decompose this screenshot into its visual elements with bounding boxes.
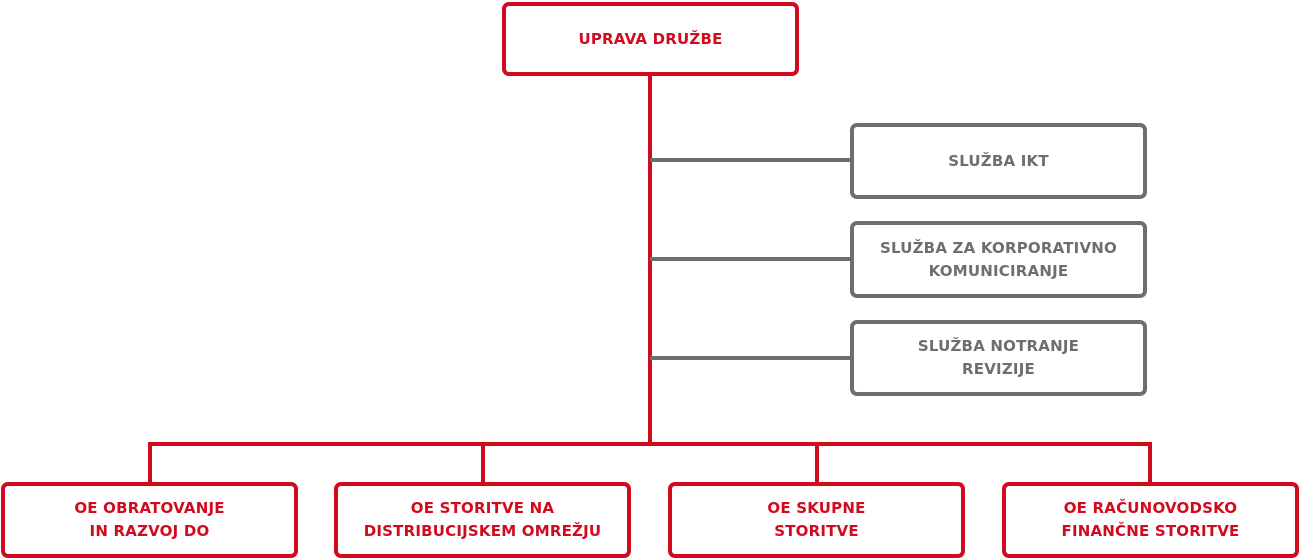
staff-service-audit-label: SLUŽBA NOTRANJE REVIZIJE: [917, 337, 1080, 378]
staff-service-ikt-box: SLUŽBA IKT: [850, 123, 1147, 199]
staff-service-ikt-label: SLUŽBA IKT: [948, 151, 1049, 170]
unit-accounting-box: OE RAČUNOVODSKO FINANČNE STORITVE: [1002, 482, 1299, 558]
staff-service-communication-box: SLUŽBA ZA KORPORATIVNO KOMUNICIRANJE: [850, 221, 1147, 298]
unit-operations-box: OE OBRATOVANJE IN RAZVOJ DO: [1, 482, 298, 558]
management-board-box: UPRAVA DRUŽBE: [502, 2, 799, 76]
unit-operations-label: OE OBRATOVANJE IN RAZVOJ DO: [74, 499, 225, 540]
management-board-label: UPRAVA DRUŽBE: [578, 29, 723, 48]
staff-service-audit-box: SLUŽBA NOTRANJE REVIZIJE: [850, 320, 1147, 396]
unit-network-services-label: OE STORITVE NA DISTRIBUCIJSKEM OMREŽJU: [363, 499, 602, 540]
unit-accounting-label: OE RAČUNOVODSKO FINANČNE STORITVE: [1061, 499, 1240, 540]
unit-shared-services-box: OE SKUPNE STORITVE: [668, 482, 965, 558]
staff-service-communication-label: SLUŽBA ZA KORPORATIVNO KOMUNICIRANJE: [880, 238, 1117, 280]
unit-network-services-box: OE STORITVE NA DISTRIBUCIJSKEM OMREŽJU: [334, 482, 631, 558]
unit-shared-services-label: OE SKUPNE STORITVE: [767, 499, 866, 540]
